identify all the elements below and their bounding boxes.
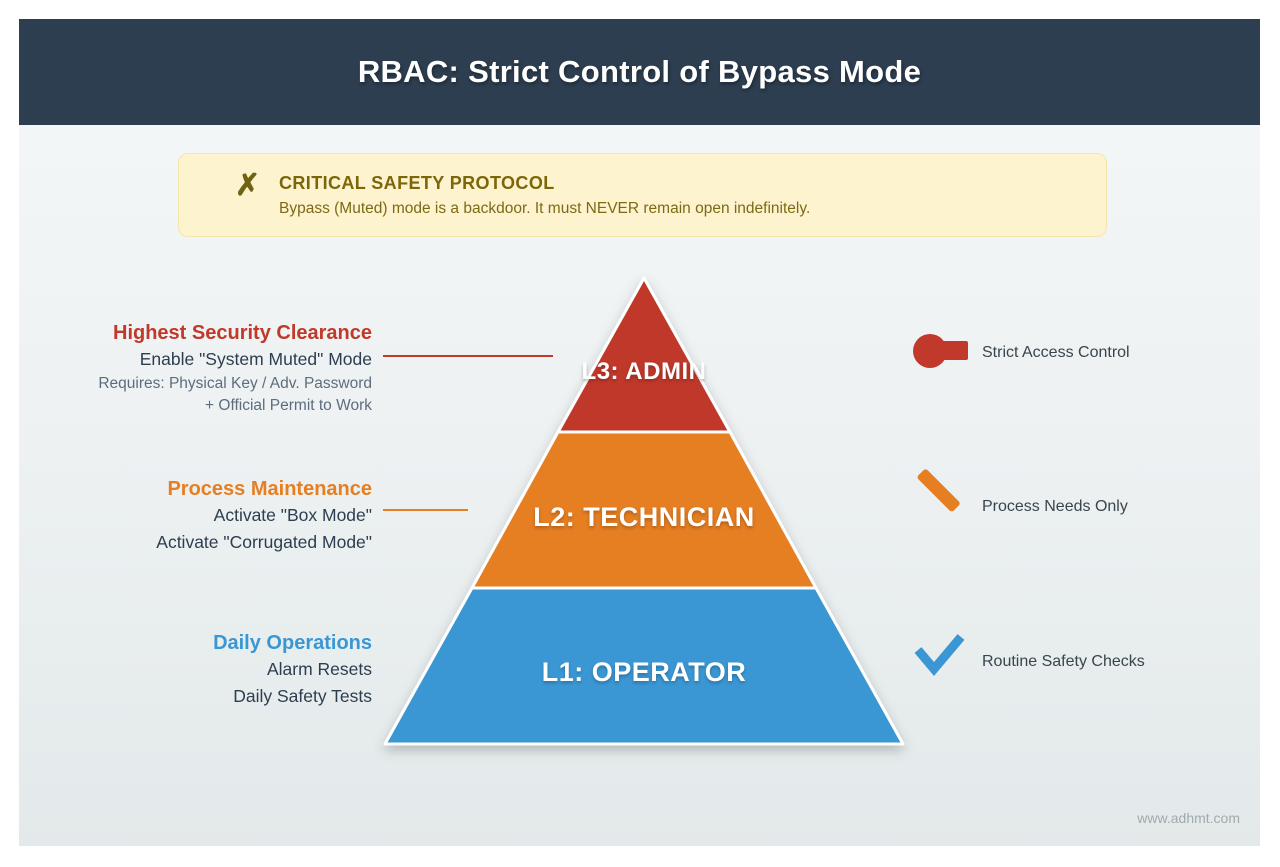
annotation-routine-safety-checks: Routine Safety Checks bbox=[982, 653, 1145, 670]
section-title: Daily Operations bbox=[213, 632, 372, 654]
page-title: RBAC: Strict Control of Bypass Mode bbox=[357, 54, 922, 89]
section-title: Process Maintenance bbox=[167, 478, 372, 500]
alert-text-block: CRITICAL SAFETY PROTOCOL Bypass (Muted) … bbox=[279, 171, 810, 220]
annotation-process-needs-only: Process Needs Only bbox=[982, 498, 1128, 515]
title-bar: RBAC: Strict Control of Bypass Mode bbox=[19, 19, 1260, 125]
pyramid-label-operator: L1: OPERATOR bbox=[541, 657, 747, 687]
x-mark-icon: ✗ bbox=[235, 169, 261, 202]
section-line: Daily Safety Tests bbox=[233, 686, 372, 706]
website-url: www.adhmt.com bbox=[1137, 810, 1240, 826]
section-line: Requires: Physical Key / Adv. Password bbox=[98, 375, 372, 392]
pyramid-label-admin: L3: ADMIN bbox=[581, 358, 707, 385]
section-line: Activate "Box Mode" bbox=[213, 505, 372, 525]
section-line: Alarm Resets bbox=[266, 659, 372, 679]
section-title: Highest Security Clearance bbox=[113, 322, 372, 344]
section-highest-security-clearance: Highest Security Clearance Enable "Syste… bbox=[0, 320, 372, 416]
section-line: Activate "Corrugated Mode" bbox=[156, 532, 372, 552]
alert-title: CRITICAL SAFETY PROTOCOL bbox=[279, 173, 555, 193]
section-line: + Official Permit to Work bbox=[205, 396, 372, 414]
section-daily-operations: Daily Operations Alarm Resets Daily Safe… bbox=[0, 630, 372, 710]
section-process-maintenance: Process Maintenance Activate "Box Mode" … bbox=[0, 476, 372, 556]
pyramid-label-technician: L2: TECHNICIAN bbox=[533, 502, 755, 532]
critical-safety-alert: ✗ CRITICAL SAFETY PROTOCOL Bypass (Muted… bbox=[178, 153, 1107, 237]
alert-body: Bypass (Muted) mode is a backdoor. It mu… bbox=[279, 200, 811, 217]
annotation-strict-access-control: Strict Access Control bbox=[982, 344, 1130, 361]
section-line: Enable "System Muted" Mode bbox=[139, 349, 372, 369]
